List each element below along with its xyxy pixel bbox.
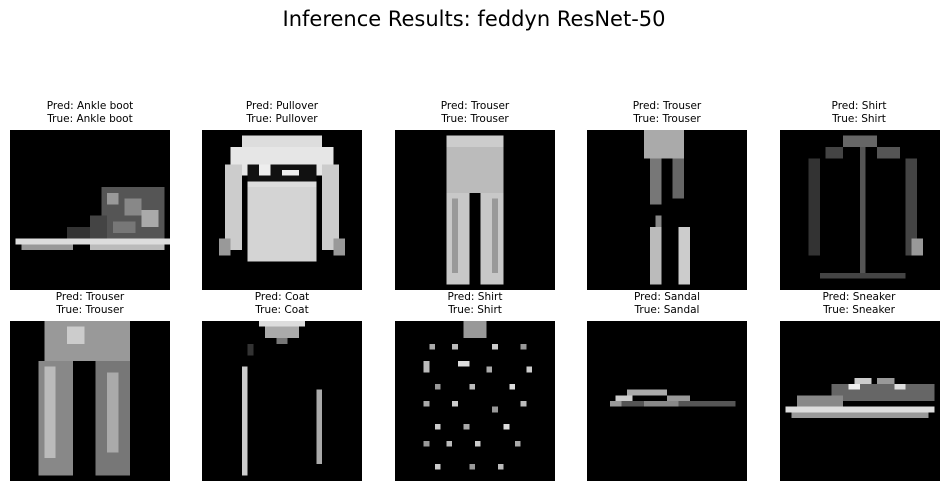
pred-label: Pred: Shirt [831,100,887,112]
pred-label: Pred: Pullover [245,100,319,112]
pullover-image [202,130,362,290]
true-label: True: Sneaker [823,303,895,316]
figure-title: Inference Results: feddyn ResNet-50 [282,7,666,31]
pred-label: Pred: Ankle boot [46,100,134,112]
true-label: True: Pullover [246,112,318,125]
pred-label: Pred: Sneaker [822,291,896,303]
ankle-boot-image [10,130,170,290]
panel-caption: Pred: Shirt True: Shirt [759,100,948,125]
panel-caption: Pred: Pullover True: Pullover [182,100,382,125]
true-label: True: Shirt [832,112,886,125]
true-label: True: Coat [255,303,309,316]
panel-caption: Pred: Sneaker True: Sneaker [759,291,948,316]
pred-label: Pred: Coat [254,291,310,303]
pred-label: Pred: Trouser [55,291,125,303]
pred-label: Pred: Shirt [447,291,503,303]
pred-label: Pred: Trouser [440,100,510,112]
sneaker-image [780,321,940,481]
true-label: True: Sandal [634,303,700,316]
panel-caption: Pred: Shirt True: Shirt [375,291,575,316]
pred-label: Pred: Sandal [633,291,700,303]
pred-label: Pred: Trouser [632,100,702,112]
panel-caption: Pred: Ankle boot True: Ankle boot [0,100,190,125]
shirt-dark-image [780,130,940,290]
panel-caption: Pred: Trouser True: Trouser [375,100,575,125]
trouser-image [395,130,555,290]
panel-caption: Pred: Trouser True: Trouser [567,100,767,125]
trouser-thin-image [587,130,747,290]
shirt-plaid-image [395,321,555,481]
true-label: True: Ankle boot [47,112,133,125]
true-label: True: Shirt [448,303,502,316]
panel-caption: Pred: Coat True: Coat [182,291,382,316]
sandal-image [587,321,747,481]
trouser-wide-image [10,321,170,481]
true-label: True: Trouser [633,112,701,125]
true-label: True: Trouser [441,112,509,125]
panel-caption: Pred: Sandal True: Sandal [567,291,767,316]
true-label: True: Trouser [56,303,124,316]
coat-image [202,321,362,481]
panel-caption: Pred: Trouser True: Trouser [0,291,190,316]
